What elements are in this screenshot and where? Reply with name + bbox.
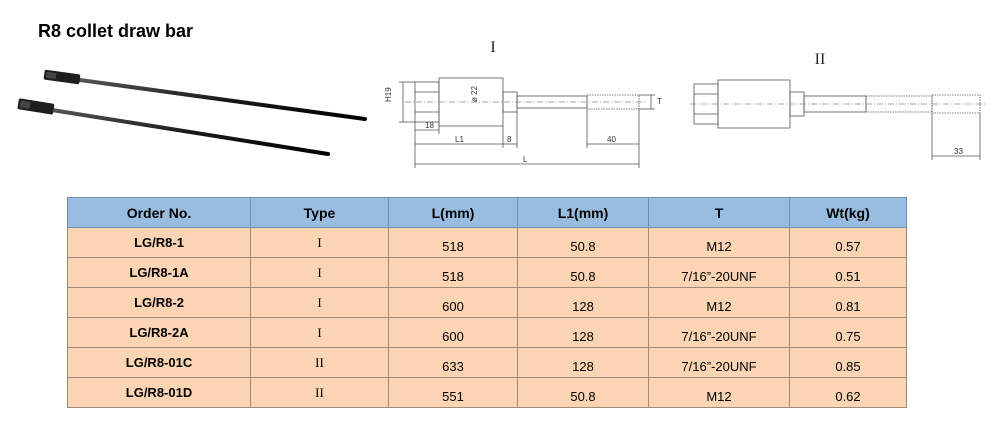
drawing-one-label: I [490, 39, 495, 56]
table-row: LG/R8-01D II 551 50.8 M12 0.62 [67, 377, 907, 408]
cell-type: II [250, 347, 389, 378]
cell-t: 7/16”-20UNF [648, 317, 790, 348]
cell-l: 600 [388, 287, 518, 318]
page-title: R8 collet draw bar [38, 21, 194, 41]
cell-l1: 128 [517, 347, 649, 378]
cell-t: 7/16”-20UNF [648, 347, 790, 378]
header-wt: Wt(kg) [789, 197, 907, 228]
table-row: LG/R8-1A I 518 50.8 7/16”-20UNF 0.51 [67, 257, 907, 288]
cell-l: 600 [388, 317, 518, 348]
dim-18: 18 [425, 121, 434, 130]
dim-t: T [657, 97, 662, 106]
cell-type: I [250, 317, 389, 348]
cell-l1: 50.8 [517, 377, 649, 408]
table-row: LG/R8-01C II 633 128 7/16”-20UNF 0.85 [67, 347, 907, 378]
header-l: L(mm) [388, 197, 518, 228]
header-type: Type [250, 197, 389, 228]
dim-l1: L1 [455, 135, 464, 144]
cell-l: 633 [388, 347, 518, 378]
table-row: LG/R8-2 I 600 128 M12 0.81 [67, 287, 907, 318]
header-l1: L1(mm) [517, 197, 649, 228]
draw-bar-photo [17, 69, 367, 156]
dim-40: 40 [607, 135, 616, 144]
table-row: LG/R8-1 I 518 50.8 M12 0.57 [67, 227, 907, 258]
cell-l1: 128 [517, 287, 649, 318]
cell-l: 518 [388, 227, 518, 258]
cell-wt: 0.51 [789, 257, 907, 288]
cell-l1: 50.8 [517, 227, 649, 258]
cell-wt: 0.62 [789, 377, 907, 408]
table-header-row: Order No. Type L(mm) L1(mm) T Wt(kg) [67, 197, 907, 228]
drawing-type-two: II 33 [690, 51, 986, 160]
header-t: T [648, 197, 790, 228]
cell-type: II [250, 377, 389, 408]
header-order-no: Order No. [67, 197, 251, 228]
dim-d22: ø 22 [470, 85, 479, 102]
cell-l: 551 [388, 377, 518, 408]
cell-t: M12 [648, 377, 790, 408]
cell-order-no: LG/R8-01D [67, 377, 251, 408]
cell-l: 518 [388, 257, 518, 288]
cell-type: I [250, 287, 389, 318]
table-row: LG/R8-2A I 600 128 7/16”-20UNF 0.75 [67, 317, 907, 348]
drawing-type-one: I H19 ø 22 T 18 L1 8 [384, 39, 662, 168]
cell-order-no: LG/R8-2A [67, 317, 251, 348]
draw-bar-upper [43, 69, 367, 121]
cell-order-no: LG/R8-1A [67, 257, 251, 288]
cell-t: M12 [648, 287, 790, 318]
cell-order-no: LG/R8-1 [67, 227, 251, 258]
cell-order-no: LG/R8-01C [67, 347, 251, 378]
cell-t: 7/16”-20UNF [648, 257, 790, 288]
cell-l1: 50.8 [517, 257, 649, 288]
cell-l1: 128 [517, 317, 649, 348]
cell-wt: 0.81 [789, 287, 907, 318]
specification-table: Order No. Type L(mm) L1(mm) T Wt(kg) LG/… [67, 197, 907, 408]
draw-bar-lower [17, 98, 330, 156]
cell-t: M12 [648, 227, 790, 258]
cell-wt: 0.75 [789, 317, 907, 348]
dim-8: 8 [507, 135, 512, 144]
dim-h19: H19 [384, 87, 393, 102]
cell-order-no: LG/R8-2 [67, 287, 251, 318]
cell-wt: 0.57 [789, 227, 907, 258]
cell-type: I [250, 227, 389, 258]
dim-l: L [523, 155, 528, 164]
dim-33: 33 [954, 147, 963, 156]
cell-wt: 0.85 [789, 347, 907, 378]
cell-type: I [250, 257, 389, 288]
drawing-two-label: II [815, 51, 826, 68]
